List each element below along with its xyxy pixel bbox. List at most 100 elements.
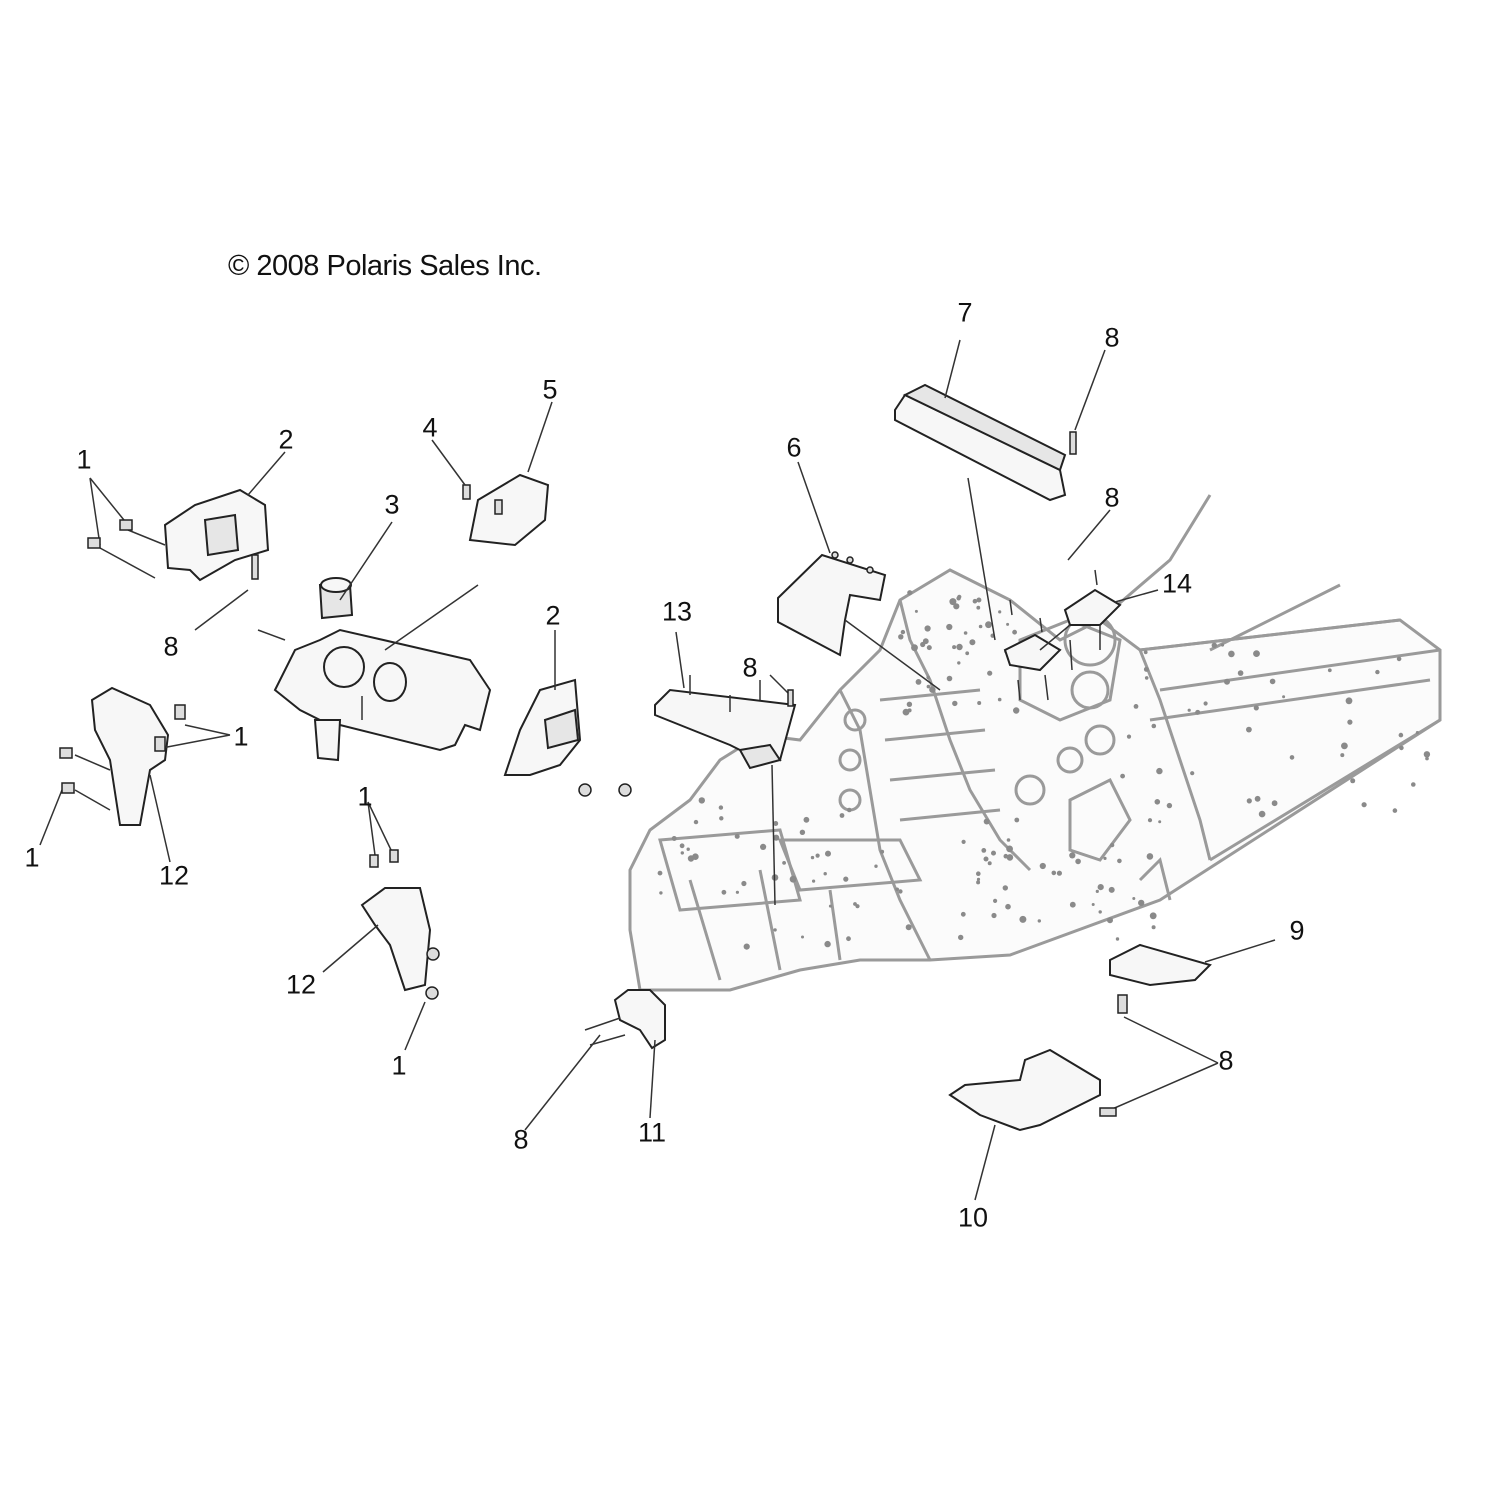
frame-hole	[1258, 810, 1266, 818]
frame-hole	[657, 870, 663, 876]
part-7-tunnel-cover	[894, 339, 1067, 641]
frame-hole	[1012, 629, 1017, 635]
frame-hole	[953, 603, 960, 610]
frame-hole	[671, 836, 677, 841]
frame-hole	[991, 850, 996, 856]
frame-hole	[839, 813, 845, 818]
frame-hole	[905, 924, 912, 931]
frame-hole	[659, 891, 663, 895]
callout-6: 6	[786, 432, 802, 463]
frame-hole	[907, 708, 912, 713]
part-12-left-mount	[90, 686, 171, 863]
frame-hole	[998, 610, 1002, 614]
frame-hole	[843, 876, 849, 882]
frame-hole	[946, 675, 953, 682]
frame-hole	[1282, 695, 1286, 699]
frame-hole	[825, 850, 831, 857]
frame-hole	[1149, 912, 1157, 920]
frame-hole	[981, 848, 987, 853]
callout-3: 3	[384, 489, 400, 520]
callout-8: 8	[1104, 482, 1120, 513]
frame-hole	[956, 596, 961, 601]
frame-hole	[1013, 707, 1020, 714]
callout-7: 7	[957, 297, 973, 328]
callout-13: 13	[661, 596, 693, 627]
frame-hole	[907, 590, 913, 596]
frame-hole	[1006, 838, 1011, 842]
frame-hole	[1271, 800, 1278, 807]
callout-8: 8	[1218, 1045, 1234, 1076]
frame-hole	[1098, 910, 1102, 914]
frame-hole	[972, 598, 978, 604]
callout-8: 8	[513, 1124, 529, 1155]
part-14-bracket	[1003, 588, 1159, 701]
frame-hole	[692, 853, 699, 860]
frame-hole	[1253, 705, 1259, 711]
frame-hole	[922, 638, 929, 645]
frame-hole	[1341, 742, 1348, 750]
frame-hole	[1327, 668, 1332, 673]
frame-hole	[1095, 889, 1099, 894]
frame-hole	[803, 816, 810, 823]
frame-hole	[741, 880, 747, 887]
frame-hole	[1269, 678, 1276, 685]
frame-hole	[958, 934, 964, 941]
frame-hole	[815, 853, 820, 858]
frame-hole	[956, 643, 963, 651]
frame-hole	[680, 851, 684, 855]
frame-hole	[1126, 734, 1132, 739]
frame-hole	[993, 898, 998, 904]
frame-hole	[1002, 885, 1008, 891]
frame-hole	[693, 819, 699, 825]
frame-hole	[906, 701, 913, 707]
callout-1: 1	[76, 444, 92, 475]
frame-hole	[812, 879, 816, 883]
frame-hole	[799, 829, 806, 835]
frame-hole	[1350, 778, 1356, 784]
callout-12: 12	[285, 969, 317, 1000]
frame-hole	[1056, 870, 1062, 876]
frame-hole	[1039, 862, 1046, 870]
frame-hole	[911, 644, 918, 652]
frame-hole	[1195, 709, 1201, 715]
frame-hole	[743, 943, 750, 950]
frame-hole	[929, 686, 936, 693]
frame-hole	[1423, 751, 1431, 758]
frame-hole	[846, 936, 851, 942]
frame-hole	[924, 625, 931, 632]
frame-hole	[1211, 642, 1218, 648]
frame-hole	[983, 818, 990, 825]
frame-hole	[823, 872, 827, 876]
frame-hole	[926, 675, 930, 680]
frame-hole	[976, 877, 981, 882]
callout-8: 8	[742, 652, 758, 683]
frame-hole	[1289, 755, 1295, 760]
frame-hole	[1158, 820, 1162, 824]
part-12-center-mount	[322, 887, 432, 992]
frame-hole	[976, 597, 982, 603]
frame-hole	[824, 940, 831, 948]
frame-hole	[900, 629, 906, 635]
frame-hole	[1109, 842, 1115, 848]
frame-hole	[760, 843, 767, 851]
part-2-left-bracket	[163, 451, 286, 582]
callout-2: 2	[545, 600, 561, 631]
frame-hole	[952, 645, 957, 650]
frame-hole	[679, 843, 685, 849]
part-5-shield	[468, 401, 553, 547]
frame-hole	[963, 631, 968, 635]
frame-hole	[978, 624, 983, 629]
callout-5: 5	[542, 374, 558, 405]
frame-hole	[721, 889, 727, 895]
callout-8: 8	[1104, 322, 1120, 353]
frame-hole	[1069, 901, 1076, 908]
frame-hole	[1411, 782, 1416, 787]
frame-hole	[782, 861, 786, 865]
part-3-front-structure	[273, 521, 492, 762]
frame-hole	[1147, 818, 1153, 823]
bolt-leaders	[39, 349, 1219, 1131]
part-10-skid	[948, 1048, 1101, 1201]
frame-hole	[1166, 802, 1173, 809]
part-4-screw	[431, 439, 503, 515]
